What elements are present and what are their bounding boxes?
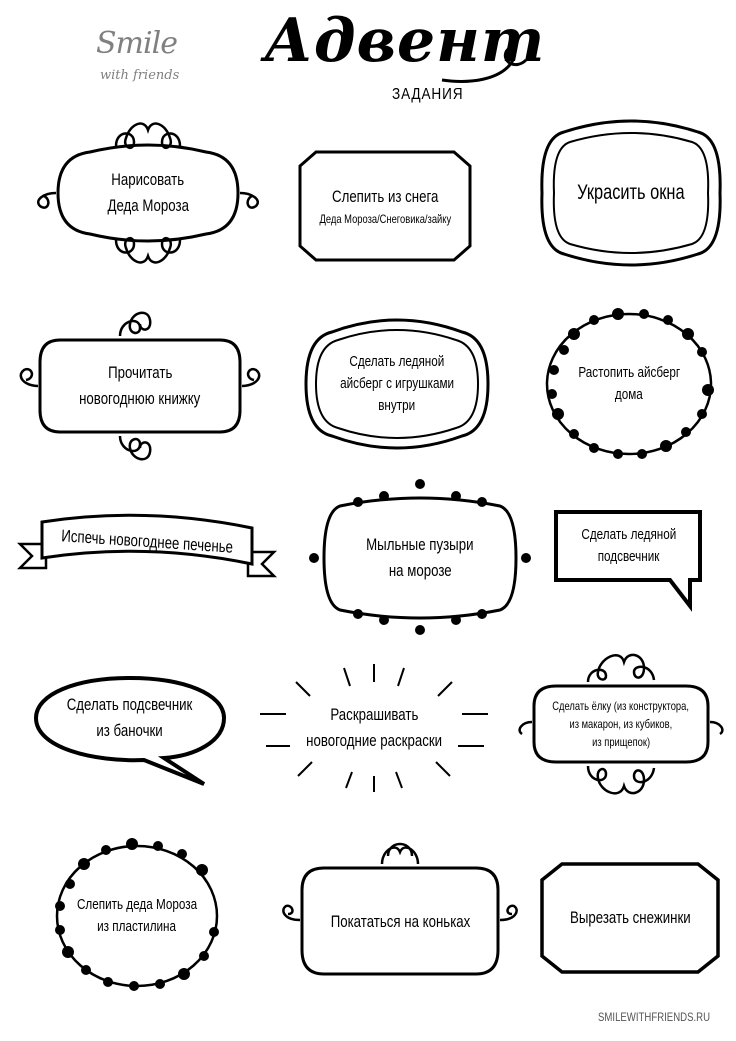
task-8-line-1: Мыльные пузыри bbox=[366, 535, 474, 554]
task-card-1: Нарисовать Деда Мороза bbox=[30, 108, 266, 278]
ornate-frame-14 bbox=[282, 842, 518, 976]
task-label-3: Украсить окна bbox=[536, 118, 726, 268]
task-label-13: Слепить деда Мороза из пластилина bbox=[44, 836, 230, 996]
logo-main-text: Smile bbox=[96, 26, 178, 61]
task-5-line-3: внутри bbox=[378, 397, 416, 414]
footer-site-url: SMILEWITHFRIENDS.RU bbox=[598, 1010, 711, 1024]
task-11-line-2: новогодние раскраски bbox=[306, 731, 442, 750]
task-label-10: Сделать подсвечник из баночки bbox=[34, 674, 226, 762]
task-card-9: Сделать ледяной подсвечник bbox=[554, 510, 704, 612]
task-6-line-2: дома bbox=[615, 386, 643, 403]
page-subtitle: ЗАДАНИЯ bbox=[392, 86, 464, 103]
logo: Smile with friends bbox=[92, 26, 192, 96]
ornate-frame-12 bbox=[518, 653, 724, 795]
task-6-line-1: Растопить айсберг bbox=[578, 364, 680, 381]
task-14-line-1: Покататься на коньках bbox=[330, 912, 470, 931]
task-label-5: Сделать ледяной айсберг с игрушками внут… bbox=[302, 318, 492, 450]
task-12-line-2: из макарон, из кубиков, bbox=[569, 717, 673, 731]
task-label-12: Сделать ёлку (из конструктора, из макаро… bbox=[516, 646, 726, 802]
task-card-3: Украсить окна bbox=[536, 118, 726, 268]
task-7-line-1: Испечь новогоднее печенье bbox=[60, 526, 234, 557]
task-4-line-2: новогоднюю книжку bbox=[79, 389, 201, 408]
ribbon-banner-7 bbox=[16, 513, 278, 578]
dotted-frame-8 bbox=[309, 479, 531, 635]
sunburst-rays-11 bbox=[260, 664, 488, 792]
title-swash bbox=[441, 46, 528, 83]
task-card-6: Растопить айсберг дома bbox=[534, 304, 724, 464]
task-5-line-2: айсберг с игрушками bbox=[340, 375, 454, 392]
task-card-10: Сделать подсвечник из баночки bbox=[33, 674, 227, 786]
task-4-line-1: Прочитать bbox=[107, 363, 173, 382]
speech-bubble-10 bbox=[33, 675, 227, 786]
task-label-9: Сделать ледяной подсвечник bbox=[554, 510, 704, 582]
task-card-4: Прочитать новогоднюю книжку bbox=[16, 306, 264, 466]
task-label-15: Вырезать снежинки bbox=[540, 862, 720, 974]
task-card-13: Слепить деда Мороза из пластилина bbox=[44, 836, 230, 996]
task-12-line-3: из прищепок) bbox=[592, 735, 650, 749]
task-card-12: Сделать ёлку (из конструктора, из макаро… bbox=[516, 646, 726, 802]
task-card-7: Испечь новогоднее печенье bbox=[16, 508, 278, 582]
double-frame-3 bbox=[540, 119, 722, 267]
task-card-5: Сделать ледяной айсберг с игрушками внут… bbox=[302, 318, 492, 450]
task-card-2: Слепить из снега Деда Мороза/Снеговика/з… bbox=[296, 150, 474, 262]
page-title: Адвент bbox=[264, 6, 546, 76]
task-1-line-1: Нарисовать bbox=[111, 170, 185, 189]
speech-box-9 bbox=[554, 510, 702, 612]
task-9-line-2: подсвечник bbox=[598, 548, 660, 565]
wreath-frame-13 bbox=[55, 838, 219, 991]
task-card-15: Вырезать снежинки bbox=[540, 862, 720, 974]
task-10-line-1: Сделать подсвечник bbox=[67, 695, 193, 714]
task-label-1: Нарисовать Деда Мороза bbox=[30, 108, 266, 278]
ornate-frame-4 bbox=[19, 311, 261, 461]
octagon-frame-2 bbox=[298, 150, 472, 262]
task-13-line-1: Слепить деда Мороза bbox=[76, 896, 198, 913]
task-card-14: Покататься на коньках bbox=[276, 834, 524, 990]
task-15-line-1: Вырезать снежинки bbox=[569, 908, 691, 927]
task-11-line-1: Раскрашивать bbox=[330, 705, 418, 724]
task-8-line-2: на морозе bbox=[388, 561, 452, 580]
task-label-4: Прочитать новогоднюю книжку bbox=[16, 306, 264, 466]
task-5-line-1: Сделать ледяной bbox=[349, 353, 445, 370]
task-card-8: Мыльные пузыри на морозе bbox=[304, 476, 536, 640]
task-label-7: Испечь новогоднее печенье bbox=[16, 508, 278, 582]
task-13-line-2: из пластилина bbox=[97, 918, 177, 935]
logo-sub-text: with friends bbox=[100, 68, 180, 83]
octagon-frame-15 bbox=[540, 862, 720, 974]
task-label-6: Растопить айсберг дома bbox=[534, 304, 724, 464]
task-9-line-1: Сделать ледяной bbox=[581, 526, 677, 543]
ornate-frame-1 bbox=[37, 122, 259, 264]
task-label-14: Покататься на коньках bbox=[276, 834, 524, 990]
task-10-line-2: из баночки bbox=[96, 721, 164, 740]
task-label-11: Раскрашивать новогодние раскраски bbox=[258, 662, 490, 794]
task-card-11: Раскрашивать новогодние раскраски bbox=[258, 662, 490, 794]
task-label-2: Слепить из снега Деда Мороза/Снеговика/з… bbox=[296, 152, 474, 260]
task-2-line-2: Деда Мороза/Снеговика/зайку bbox=[319, 212, 451, 226]
double-frame-5 bbox=[304, 318, 490, 450]
task-label-8: Мыльные пузыри на морозе bbox=[304, 476, 536, 640]
task-1-line-2: Деда Мороза bbox=[107, 196, 189, 215]
wreath-frame-6 bbox=[545, 308, 714, 459]
task-3-line-1: Украсить окна bbox=[577, 181, 685, 204]
task-12-line-1: Сделать ёлку (из конструктора, bbox=[552, 699, 690, 713]
task-2-line-1: Слепить из снега bbox=[331, 187, 439, 206]
